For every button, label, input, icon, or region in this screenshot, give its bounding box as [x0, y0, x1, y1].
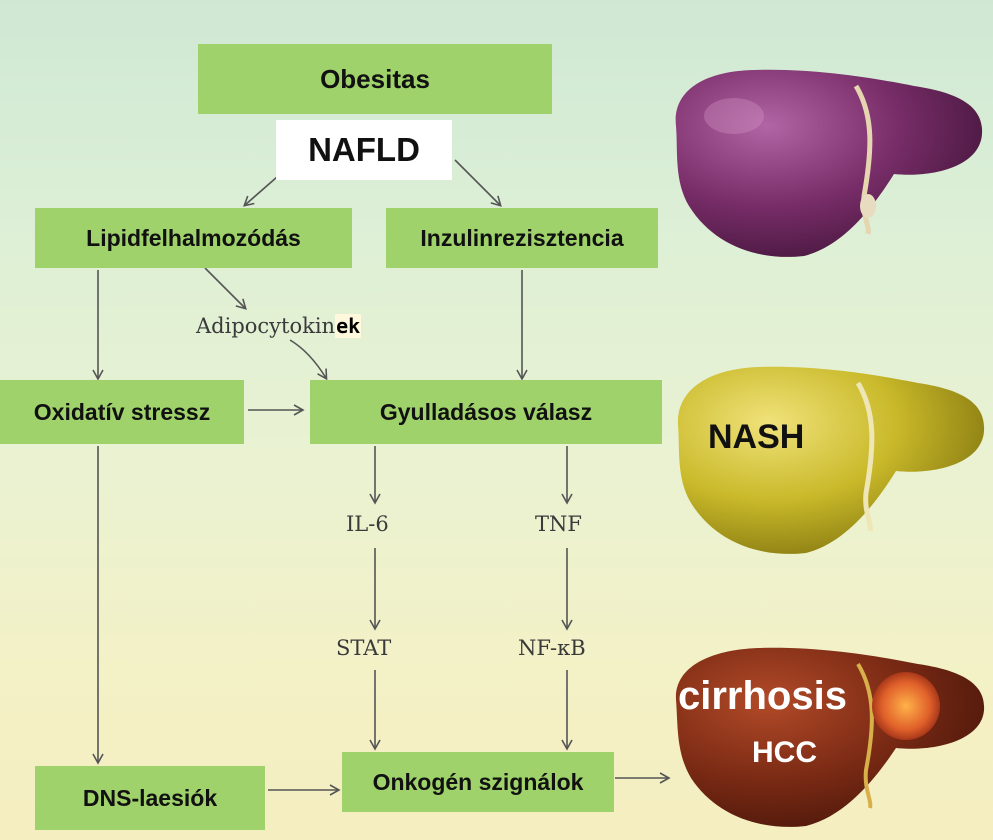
nfkb-label: NF-κB: [518, 636, 586, 660]
cirrhosis-liver-image: [675, 647, 985, 827]
nash-liver-image: [677, 366, 985, 554]
stat-label: STAT: [336, 636, 392, 660]
il6-label: IL-6: [346, 512, 389, 536]
dns-label: DNS-laesiók: [82, 784, 218, 811]
onkogen-box: Onkogén szignálok: [342, 752, 614, 812]
inzulin-label: Inzulinrezisztencia: [420, 224, 624, 251]
lipid-box: Lipidfelhalmozódás: [35, 208, 352, 268]
adipocytokinek-label: Adipocytokinek: [196, 314, 362, 338]
oxidativ-label: Oxidatív stressz: [33, 398, 211, 425]
lipid-label: Lipidfelhalmozódás: [86, 224, 301, 251]
healthy-liver-image: [675, 69, 983, 257]
cirrhosis-label: cirrhosis: [678, 674, 847, 718]
nafld-box: NAFLD: [276, 120, 452, 180]
arrow-nafld-inzulin: [454, 159, 502, 207]
oxidativ-box: Oxidatív stressz: [0, 380, 244, 444]
obesitas-label: Obesitas: [320, 63, 430, 94]
nash-label: NASH: [708, 418, 805, 456]
onkogen-label: Onkogén szignálok: [372, 768, 584, 795]
arrow-lipid-adipo: [204, 267, 247, 310]
hcc-label: HCC: [752, 736, 817, 769]
inzulin-box: Inzulinrezisztencia: [386, 208, 658, 268]
nafld-label: NAFLD: [308, 131, 420, 168]
dns-box: DNS-laesiók: [35, 766, 265, 830]
gyulladasos-box: Gyulladásos válasz: [310, 380, 662, 444]
arrow-adipo-gyulladasos: [289, 339, 328, 381]
obesitas-box: Obesitas: [198, 44, 552, 114]
tnf-label: TNF: [535, 512, 582, 536]
gyulladasos-label: Gyulladásos válasz: [379, 398, 593, 425]
adipocytokin-text: Adipocytokin: [196, 314, 336, 338]
adipocytokin-suffix: ek: [335, 314, 362, 338]
